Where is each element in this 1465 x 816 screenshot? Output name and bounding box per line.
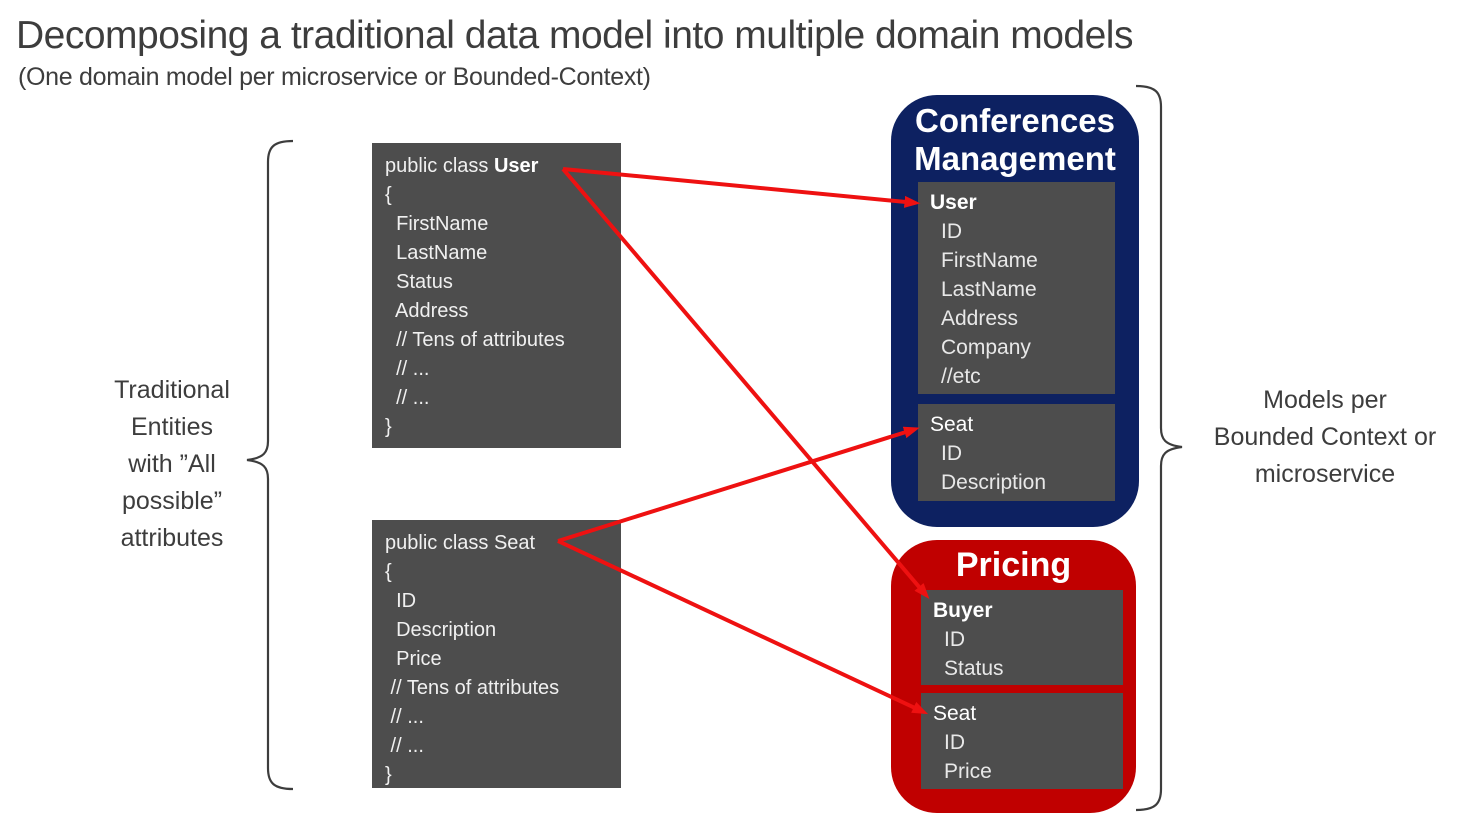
entity-attr: Description bbox=[941, 471, 1047, 494]
code-line: } bbox=[385, 416, 392, 438]
code-line: ID bbox=[385, 590, 417, 612]
entity-attrs-seat: ID Description bbox=[930, 439, 1115, 497]
code-keyword: public class bbox=[385, 532, 494, 554]
code-line: // ... bbox=[385, 387, 430, 409]
code-line: Description bbox=[385, 619, 497, 641]
entity-attr: LastName bbox=[941, 278, 1037, 301]
right-label-line: microservice bbox=[1254, 460, 1396, 488]
entity-pricing-buyer: Buyer ID Status bbox=[921, 590, 1123, 685]
code-line: Address bbox=[385, 300, 469, 322]
code-line: { bbox=[385, 561, 392, 583]
left-label-line: attributes bbox=[120, 524, 224, 552]
code-line: // Tens of attributes bbox=[385, 329, 565, 351]
code-line: FirstName bbox=[385, 213, 489, 235]
code-body-seat: { ID Description Price // Tens of attrib… bbox=[385, 558, 621, 790]
entity-name-seat: Seat bbox=[930, 413, 974, 436]
code-line: // ... bbox=[385, 358, 430, 380]
entity-attr: Company bbox=[941, 336, 1031, 359]
code-class-name-seat: Seat bbox=[493, 532, 536, 554]
entity-attr: ID bbox=[944, 628, 965, 651]
right-brace bbox=[1135, 84, 1183, 812]
code-header-user: public class User bbox=[385, 152, 621, 181]
right-label-line: Models per bbox=[1263, 386, 1387, 414]
entity-name-user: User bbox=[930, 191, 977, 214]
context-title-conferences: Conferences Management bbox=[914, 102, 1116, 177]
entity-attr: ID bbox=[941, 220, 962, 243]
page-subtitle: (One domain model per microservice or Bo… bbox=[18, 63, 651, 91]
code-line: } bbox=[385, 764, 392, 786]
right-label-line: Bounded Context or bbox=[1213, 423, 1437, 451]
entity-attr: //etc bbox=[941, 365, 981, 388]
left-label-line: with ”All bbox=[128, 450, 216, 478]
code-line: Price bbox=[385, 648, 442, 670]
code-line: Status bbox=[385, 271, 453, 293]
entity-conferences-seat: Seat ID Description bbox=[918, 404, 1115, 501]
code-line: LastName bbox=[385, 242, 488, 264]
code-body-user: { FirstName LastName Status Address // T… bbox=[385, 181, 621, 442]
code-line: // Tens of attributes bbox=[385, 677, 560, 699]
entity-attr: ID bbox=[941, 442, 962, 465]
page-title: Decomposing a traditional data model int… bbox=[16, 14, 1133, 57]
entity-name-seat: Seat bbox=[933, 702, 977, 725]
code-box-seat: public class Seat { ID Description Price… bbox=[372, 520, 621, 788]
entity-attrs-buyer: ID Status bbox=[933, 625, 1123, 683]
context-pricing: Pricing Buyer ID Status Seat ID Price bbox=[891, 540, 1136, 813]
entity-attr: Price bbox=[944, 760, 992, 783]
entity-pricing-seat: Seat ID Price bbox=[921, 693, 1123, 789]
code-box-user: public class User { FirstName LastName S… bbox=[372, 143, 621, 448]
left-label-line: Entities bbox=[131, 413, 213, 441]
left-label-line: Traditional bbox=[114, 376, 230, 404]
code-line: // ... bbox=[385, 735, 424, 757]
left-label-line: possible” bbox=[121, 487, 223, 515]
code-class-name-user: User bbox=[493, 155, 539, 177]
entity-attr: Status bbox=[944, 657, 1004, 680]
context-title-pricing: Pricing bbox=[955, 546, 1072, 584]
entity-attrs-seat: ID Price bbox=[933, 728, 1123, 786]
code-header-seat: public class Seat bbox=[385, 529, 621, 558]
entity-attr: ID bbox=[944, 731, 965, 754]
entity-attr: FirstName bbox=[941, 249, 1038, 272]
entity-attr: Address bbox=[941, 307, 1019, 330]
entity-name-buyer: Buyer bbox=[933, 599, 993, 622]
code-line: // ... bbox=[385, 706, 424, 728]
code-keyword: public class bbox=[385, 155, 494, 177]
code-line: { bbox=[385, 184, 392, 206]
